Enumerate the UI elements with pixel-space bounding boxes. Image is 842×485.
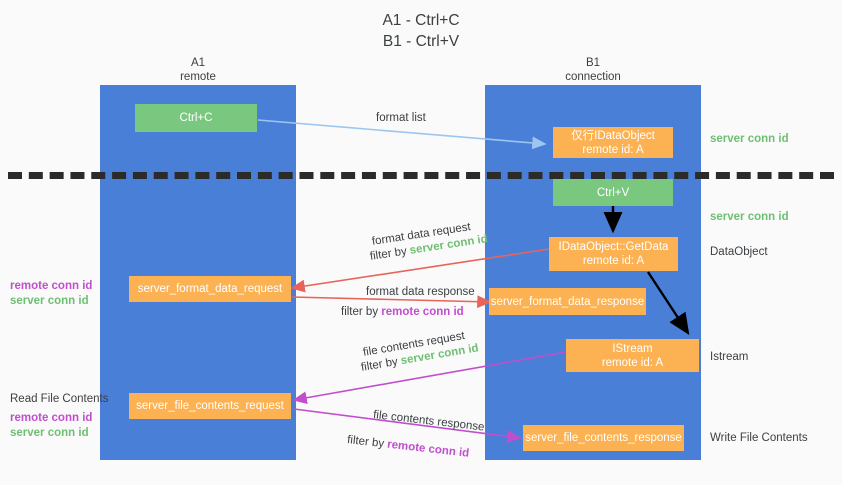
box-server-file-contents-request[interactable]: server_file_contents_request [129, 393, 291, 419]
lane-header-a1: A1 remote [100, 56, 296, 84]
note-right-istream: Istream [710, 351, 749, 363]
box-server-format-data-request[interactable]: server_format_data_request [129, 276, 291, 302]
remote-conn-id-2: remote conn id [386, 438, 470, 460]
note-left-remote-conn-id-2: remote conn id [10, 412, 93, 424]
box-istream-line1: IStream [612, 342, 653, 355]
filter-by-prefix-2: filter by [341, 306, 382, 318]
edge-label-format-data-response: format data response [366, 286, 475, 298]
edge-label-filter-remote-conn-2: filter by remote conn id [346, 433, 470, 462]
box-istream-line2: remote id: A [601, 356, 664, 369]
note-right-write-file-contents: Write File Contents [710, 432, 808, 444]
title-line-2: B1 - Ctrl+V [382, 33, 460, 50]
note-right-dataobject: DataObject [710, 246, 768, 258]
filter-by-prefix-4: filter by [346, 433, 388, 451]
box-ctrl-v-label: Ctrl+V [596, 186, 630, 199]
note-right-server-conn-id-2: server conn id [710, 211, 789, 223]
edge-label-file-contents-response: file contents response [372, 408, 486, 434]
box-ctrl-c-label: Ctrl+C [179, 112, 213, 124]
phase-divider [8, 172, 834, 179]
title-line-1: A1 - Ctrl+C [382, 12, 460, 29]
box-getdata-line2: remote id: A [582, 255, 645, 267]
box-server-format-data-response[interactable]: server_format_data_response [489, 288, 646, 315]
note-right-server-conn-id-1: server conn id [710, 133, 789, 145]
note-left-server-conn-id-2: server conn id [10, 427, 89, 439]
lane-b1-name: B1 [585, 57, 601, 69]
box-idataobject[interactable]: 仅行IDataObject remote id: A [553, 127, 673, 158]
box-ctrl-c[interactable]: Ctrl+C [135, 104, 257, 132]
box-idataobject-line1: 仅行IDataObject [571, 129, 655, 142]
remote-conn-id-1: remote conn id [381, 306, 464, 318]
lane-header-b1: B1 connection [485, 56, 701, 84]
box-server-format-data-response-label: server_format_data_response [490, 295, 645, 308]
box-ctrl-v[interactable]: Ctrl+V [553, 179, 673, 206]
edge-label-format-list: format list [376, 112, 426, 124]
page-title: A1 - Ctrl+C B1 - Ctrl+V [0, 10, 842, 52]
box-server-file-contents-response[interactable]: server_file_contents_response [523, 425, 684, 451]
edge-label-filter-remote-conn-1: filter by remote conn id [341, 305, 464, 320]
note-left-read-file-contents: Read File Contents [10, 393, 109, 405]
box-idataobject-line2: remote id: A [582, 143, 644, 156]
box-idataobject-getdata[interactable]: IDataObject::GetData remote id: A [549, 237, 678, 271]
box-server-file-contents-response-label: server_file_contents_response [525, 432, 682, 444]
box-server-format-data-request-label: server_format_data_request [137, 283, 283, 295]
box-server-file-contents-request-label: server_file_contents_request [136, 400, 284, 412]
lane-a1-name: A1 [190, 57, 206, 69]
box-istream[interactable]: IStream remote id: A [566, 339, 699, 372]
note-left-server-conn-id-1: server conn id [10, 295, 89, 307]
note-left-remote-conn-id-1: remote conn id [10, 280, 93, 292]
lane-a1-sub: remote [180, 71, 216, 83]
lane-b1-sub: connection [565, 71, 621, 83]
box-getdata-line1: IDataObject::GetData [558, 241, 669, 253]
